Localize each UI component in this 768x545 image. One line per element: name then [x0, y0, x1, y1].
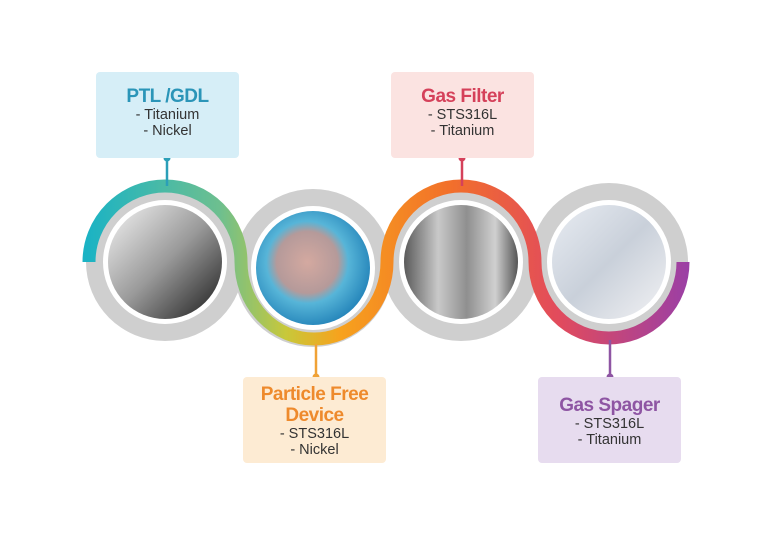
item-material: - Nickel: [290, 442, 339, 458]
circle-gas-spager: [530, 183, 688, 341]
connector-gas-spager: [606, 340, 614, 381]
item-title: PTL /GDL: [126, 86, 209, 107]
circle-particle-free-device: [234, 189, 392, 347]
metal-sheets-photo: [108, 205, 222, 319]
item-title: Gas Spager: [559, 395, 660, 416]
connector-particle-free-device: [312, 344, 320, 381]
filter-photo: [404, 205, 518, 319]
label-box-ptl-gdl: PTL /GDL - Titanium - Nickel: [96, 72, 239, 158]
circle-ptl-gdl: [86, 183, 244, 341]
circle-gas-filter: [382, 183, 540, 341]
item-material: - Titanium: [430, 123, 495, 139]
item-material: - Titanium: [135, 107, 200, 123]
gradient-wave-path: [82, 179, 690, 346]
label-box-gas-spager: Gas Spager - STS316L - Titanium: [538, 377, 681, 463]
wafer-photo: [256, 211, 370, 325]
item-title: Particle Free Device: [260, 384, 369, 426]
item-material: - Nickel: [143, 123, 192, 139]
item-material: - STS316L: [574, 416, 645, 432]
item-material: - STS316L: [427, 107, 498, 123]
label-box-gas-filter: Gas Filter - STS316L - Titanium: [391, 72, 534, 158]
lab-photo: [552, 205, 666, 319]
item-material: - Titanium: [577, 432, 642, 448]
item-title: Gas Filter: [421, 86, 504, 107]
item-material: - STS316L: [279, 426, 350, 442]
label-box-particle-free-device: Particle Free Device - STS316L - Nickel: [243, 377, 386, 463]
